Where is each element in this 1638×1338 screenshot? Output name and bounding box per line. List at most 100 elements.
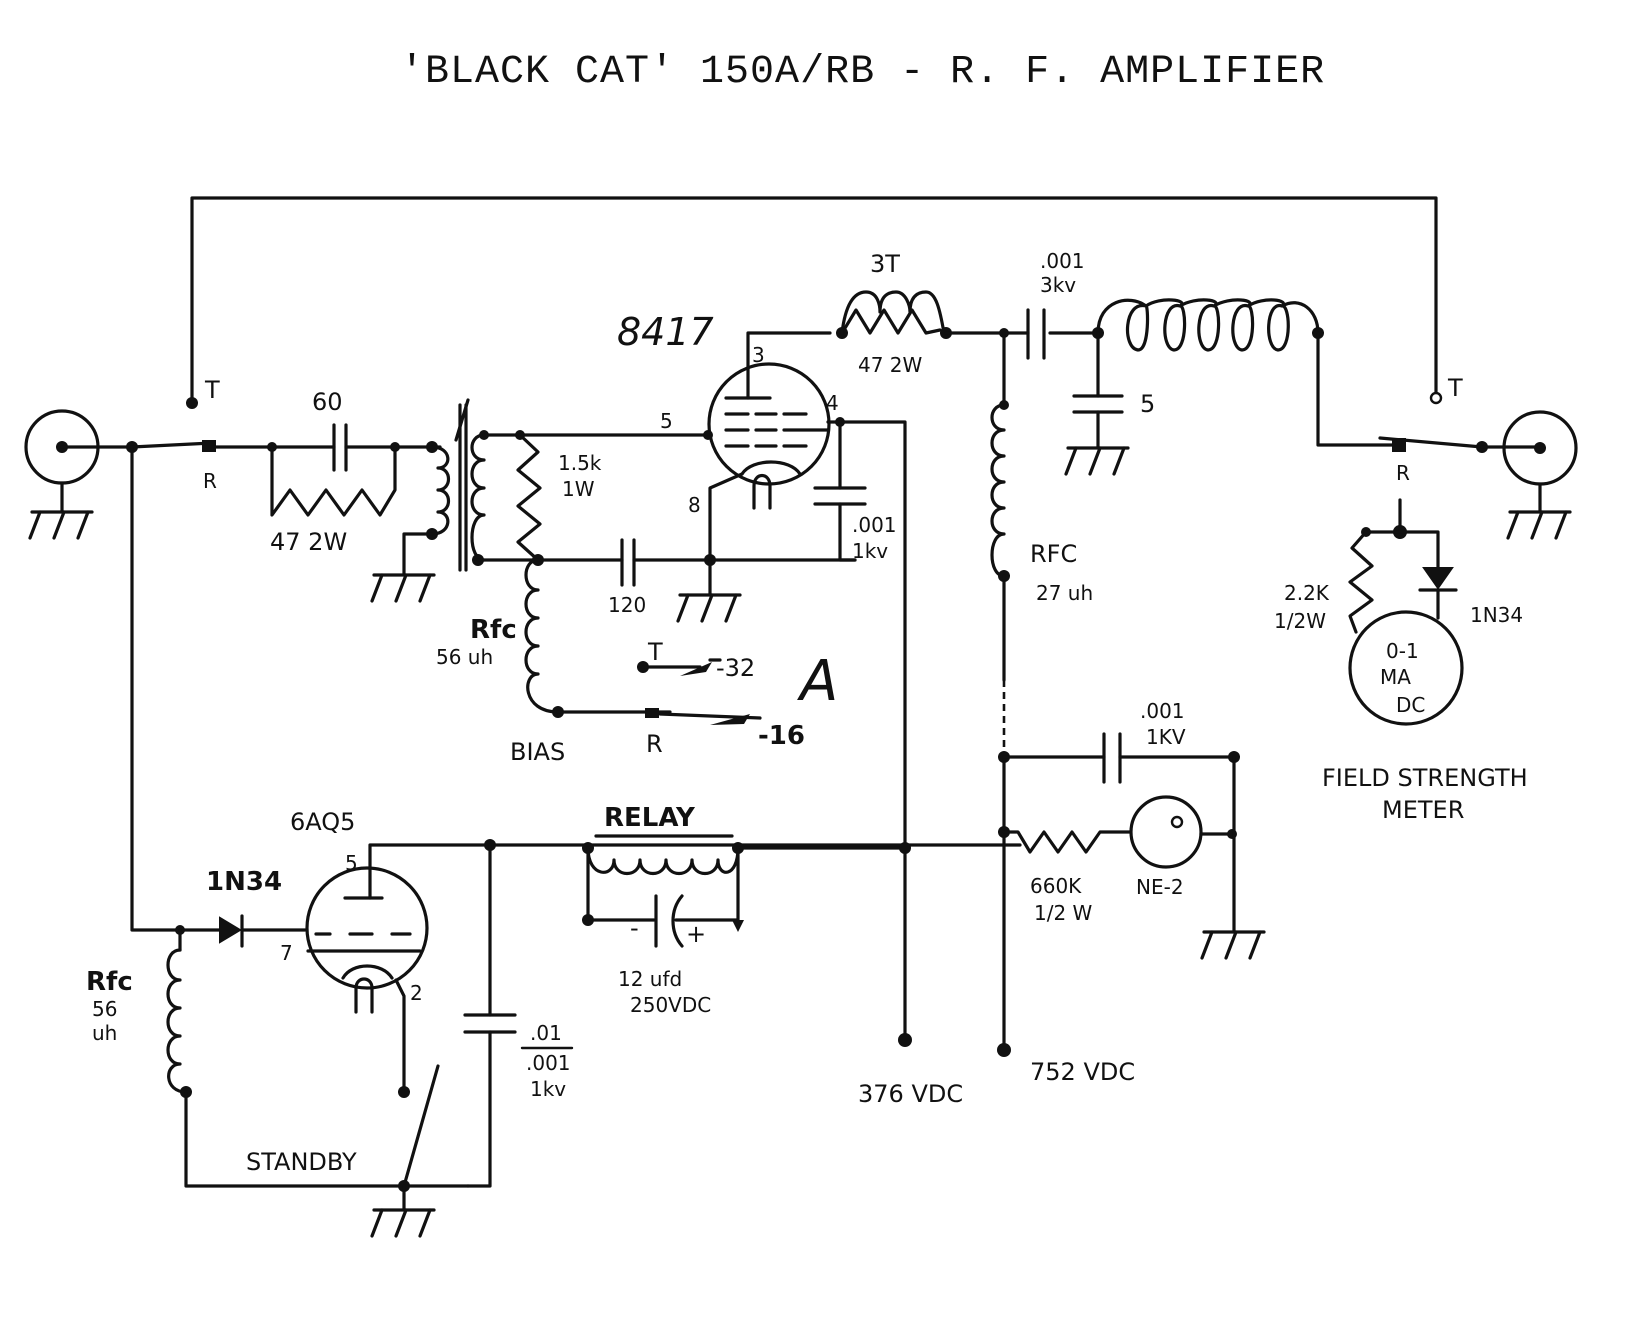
label-bias-r-value: -16 — [758, 721, 805, 751]
pin-d7: 7 — [280, 941, 293, 965]
pin-d2: 2 — [410, 981, 423, 1005]
label-fsm-caption-1: FIELD STRENGTH — [1322, 764, 1528, 792]
label-coupling-cap-1: .001 — [1040, 249, 1085, 273]
label-input-cap: 60 — [312, 388, 343, 416]
plate-wire — [746, 331, 832, 400]
label-bias-mark: A — [797, 649, 838, 714]
label-bypass-cap-1: .001 — [1140, 699, 1185, 723]
ground-icon — [28, 510, 94, 540]
pin-3: 3 — [752, 343, 765, 367]
label-meter-range: 0-1 — [1386, 639, 1419, 663]
high-voltage-terminal — [997, 1043, 1011, 1057]
fsm-diode-icon — [1418, 567, 1458, 592]
cap-plus-sign: + — [686, 920, 706, 948]
label-t-in: T — [204, 376, 220, 404]
label-bias: BIAS — [510, 738, 565, 766]
amplifier-tube-icon — [707, 362, 831, 510]
detector-diode-icon — [219, 914, 244, 948]
label-plate-rfc-1: RFC — [1030, 540, 1077, 568]
cathode-ground-icon — [676, 593, 742, 623]
label-grid-rfc-1: Rfc — [470, 615, 517, 645]
input-transformer — [370, 398, 486, 603]
fsm-resistor — [1348, 530, 1374, 634]
tank-ground-icon — [1064, 446, 1130, 476]
label-fsm-diode: 1N34 — [1470, 603, 1523, 627]
label-relay-driver-tube: 6AQ5 — [290, 808, 355, 836]
label-screen-cap-1: .001 — [852, 513, 897, 537]
grid-resistor — [516, 433, 542, 562]
standby-ground-icon — [370, 1208, 436, 1238]
neon-resistor — [1002, 830, 1132, 854]
label-input-res: 47 2W — [270, 528, 347, 556]
label-t-out: T — [1447, 374, 1463, 402]
label-detector-diode: 1N34 — [206, 867, 282, 897]
label-driver-cap-2: .001 — [526, 1051, 571, 1075]
screen-supply-wire — [826, 420, 907, 1042]
relay-driver-plate-wire — [368, 843, 1022, 900]
input-resistor — [270, 445, 397, 517]
label-det-rfc-1: Rfc — [86, 967, 133, 997]
label-grid-cap: 120 — [608, 593, 646, 617]
detector-rfc-choke — [166, 948, 188, 1094]
standby-return-wire — [184, 1090, 470, 1188]
label-relay: RELAY — [604, 803, 696, 833]
pin-d5: 5 — [345, 851, 358, 875]
label-plate-rfc-2: 27 uh — [1036, 581, 1093, 605]
transmit-bus-wire — [190, 196, 1438, 405]
label-coupling-cap-2: 3kv — [1040, 273, 1076, 297]
label-bias-t: T — [647, 638, 663, 666]
standby-switch-arm[interactable] — [402, 1064, 440, 1188]
label-grid-rfc-2: 56 uh — [436, 645, 493, 669]
label-supply-low: 376 VDC — [858, 1080, 963, 1108]
label-driver-cap-3: 1kv — [530, 1077, 566, 1101]
rf-sense-wire — [130, 445, 222, 932]
label-parasitic-res: 47 2W — [858, 353, 923, 377]
pin-5: 5 — [660, 409, 673, 433]
label-parasitic-choke: 3T — [870, 250, 900, 278]
label-fsm-res-2: 1/2W — [1274, 609, 1326, 633]
label-bias-r: R — [646, 730, 663, 758]
plate-rfc-choke — [990, 403, 1006, 578]
input-relay-t-contact — [186, 397, 198, 409]
output-relay-arm — [1378, 436, 1484, 449]
label-relay-cap-2: 250VDC — [630, 993, 711, 1017]
tank-coil — [1096, 298, 1320, 352]
parasitic-resistor — [840, 308, 942, 335]
meter-icon — [1348, 610, 1464, 726]
ground-icon — [1506, 510, 1572, 540]
neon-ground-icon — [1200, 930, 1266, 960]
diagram-title: 'BLACK CAT' 150A/RB - R. F. AMPLIFIER — [400, 50, 1325, 95]
low-voltage-terminal — [898, 1033, 912, 1047]
label-supply-high: 752 VDC — [1030, 1058, 1135, 1086]
label-bypass-cap-2: 1KV — [1146, 725, 1186, 749]
label-r-in: R — [203, 469, 217, 493]
label-neon-lamp: NE-2 — [1136, 875, 1184, 899]
output-relay-t-contact — [1429, 391, 1443, 405]
grid-rfc-choke — [524, 558, 560, 714]
label-tank-cap: 5 — [1140, 390, 1155, 418]
label-r-out: R — [1396, 461, 1410, 485]
output-coax-connector-icon — [1502, 410, 1578, 540]
label-grid-res-2: 1W — [562, 477, 595, 501]
label-amplifier-tube: 8417 — [617, 310, 714, 354]
label-fsm-caption-2: METER — [1382, 796, 1464, 824]
label-bias-t-value: -32 — [716, 654, 755, 682]
output-wire — [1316, 331, 1400, 447]
relay-driver-tube-icon — [305, 866, 429, 1014]
input-relay-arm — [130, 441, 214, 449]
label-driver-cap-1: .01 — [530, 1021, 562, 1045]
pin-4: 4 — [826, 391, 839, 415]
label-grid-res-1: 1.5k — [558, 451, 602, 475]
label-meter-type: DC — [1396, 693, 1425, 717]
label-standby: STANDBY — [246, 1148, 357, 1176]
pin-8: 8 — [688, 493, 701, 517]
label-meter-unit: MA — [1380, 665, 1411, 689]
relay-coil — [586, 846, 740, 876]
label-det-rfc-3: uh — [92, 1021, 117, 1045]
parasitic-choke — [840, 290, 946, 335]
label-det-rfc-2: 56 — [92, 997, 117, 1021]
label-neon-res-2: 1/2 W — [1034, 901, 1093, 925]
neon-lamp-icon — [1129, 795, 1203, 869]
cap-minus-sign: - — [630, 914, 639, 942]
